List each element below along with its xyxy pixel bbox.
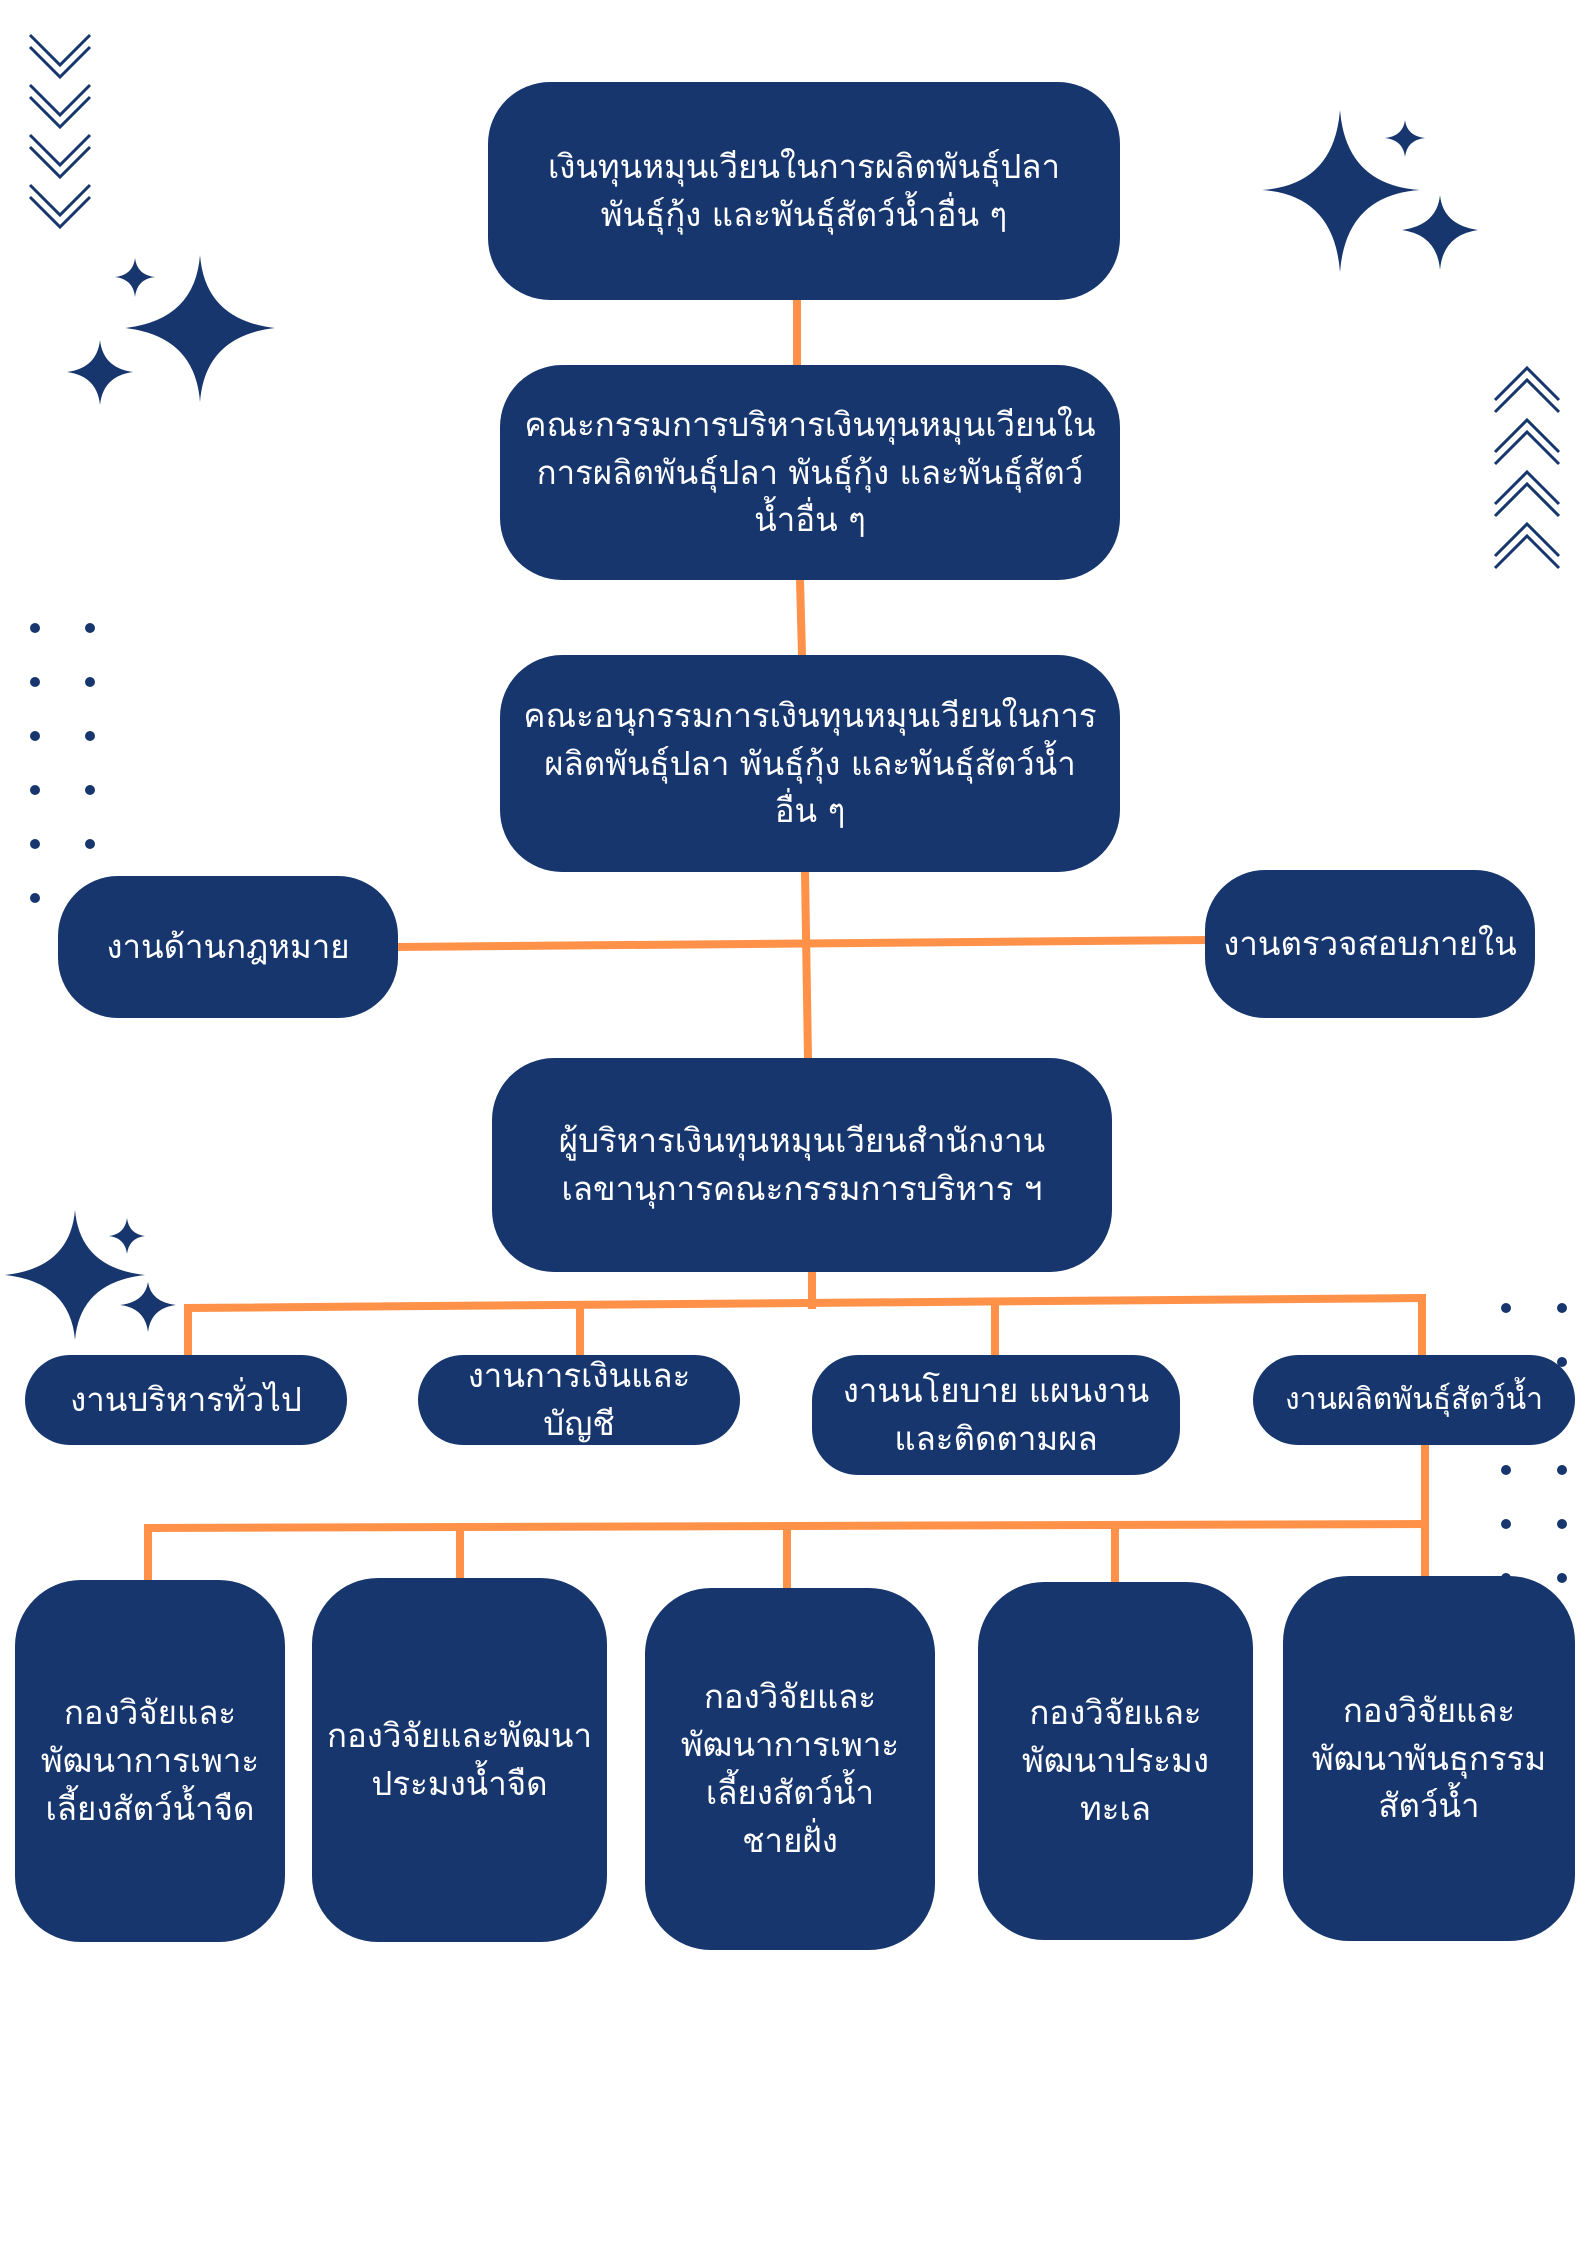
node-revolving-fund: เงินทุนหมุนเวียนในการผลิตพันธุ์ปลา พันธุ… — [488, 82, 1120, 300]
node-executive-board: คณะกรรมการบริหารเงินทุนหมุนเวียนใน การผล… — [500, 365, 1120, 580]
node-division-marine-fisheries: กองวิจัยและ พัฒนาประมง ทะเล — [978, 1582, 1253, 1940]
node-finance-accounting: งานการเงินและบัญชี — [418, 1355, 740, 1445]
node-legal-affairs: งานด้านกฎหมาย — [58, 876, 398, 1018]
node-subcommittee: คณะอนุกรรมการเงินทุนหมุนเวียนในการ ผลิตพ… — [500, 655, 1120, 872]
node-division-inland-fisheries: กองวิจัยและพัฒนา ประมงน้ำจืด — [312, 1578, 607, 1942]
connector-side-branch — [393, 935, 1210, 952]
node-general-administration: งานบริหารทั่วไป — [25, 1355, 347, 1445]
node-policy-planning: งานนโยบาย แผนงาน และติดตามผล — [812, 1355, 1180, 1475]
connector-board-subcommittee — [795, 575, 807, 660]
chevron-down-icon — [28, 33, 92, 230]
connector-subcommittee-executive — [800, 867, 813, 1063]
node-division-coastal-aquaculture: กองวิจัยและ พัฒนาการเพาะ เลี้ยงสัตว์น้ำ … — [645, 1588, 935, 1950]
node-internal-audit: งานตรวจสอบภายใน — [1205, 870, 1535, 1018]
node-fund-executive: ผู้บริหารเงินทุนหมุนเวียนสำนักงาน เลขานุ… — [492, 1058, 1112, 1272]
node-aquatic-production: งานผลิตพันธุ์สัตว์น้ำ — [1253, 1355, 1575, 1445]
node-division-aquatic-genetics: กองวิจัยและ พัฒนาพันธุกรรม สัตว์น้ำ — [1283, 1576, 1575, 1941]
sparkle-icon — [5, 110, 1478, 1340]
connector-units-bus — [184, 1293, 1426, 1359]
chevron-up-icon — [1493, 365, 1561, 570]
node-division-freshwater-aquaculture: กองวิจัยและ พัฒนาการเพาะ เลี้ยงสัตว์น้ำจ… — [15, 1580, 285, 1942]
